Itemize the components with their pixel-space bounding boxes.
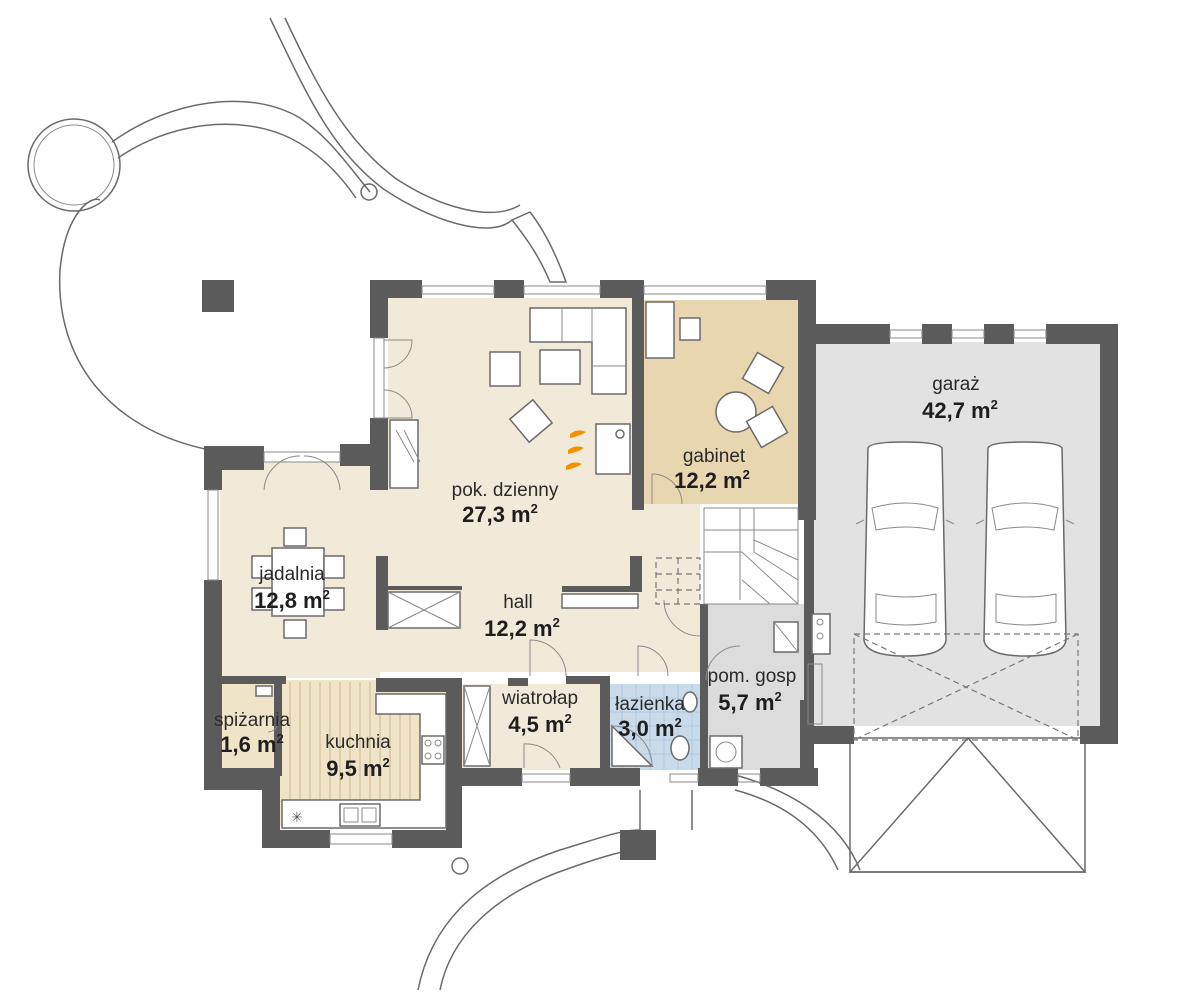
garage-door-swing: [853, 633, 1079, 741]
shower-icon: [611, 724, 654, 767]
windows: [207, 285, 1047, 845]
kitchen-floor-boards: [289, 682, 411, 800]
study-furniture: [645, 301, 789, 449]
car-icon: [855, 441, 955, 657]
fireplace-flame-icon: [566, 430, 586, 470]
garden-curve-top-inner: [284, 17, 521, 213]
room-area-spizarnia: 1,6 m2: [220, 731, 284, 757]
room-area-wiatrolap: 4,5 m2: [508, 711, 572, 737]
room-labels: pok. dzienny 27,3 m2 gabinet 12,2 m2 gar…: [214, 374, 998, 781]
utility-fixtures: [709, 613, 831, 769]
room-area-jadalnia: 12,8 m2: [254, 587, 330, 613]
desk-chair: [679, 317, 701, 341]
dining-table: [271, 547, 325, 617]
walls: [204, 280, 1118, 848]
room-name-pok-dzienny: pok. dzienny: [452, 480, 559, 501]
sink-icon: [339, 803, 381, 827]
garden-paths: [27, 17, 861, 991]
armchair-angled: [508, 398, 554, 444]
room-area-gabinet: 12,2 m2: [674, 467, 750, 493]
desk: [645, 301, 675, 359]
room-name-hall: hall: [503, 592, 533, 613]
washing-machine-icon: [709, 735, 743, 769]
stove-icon: [421, 735, 445, 765]
vestibule-furniture: [463, 685, 491, 767]
driveway: [639, 736, 1087, 873]
dining-furniture: [251, 527, 345, 639]
room-name-pom-gosp: pom. gosp: [708, 666, 797, 687]
terrace-arc: [58, 198, 211, 451]
room-name-wiatrolap: wiatrołap: [501, 688, 578, 709]
garden-path-right-outer: [734, 774, 861, 871]
fireplace-vent-icon: [615, 429, 625, 439]
room-name-jadalnia: jadalnia: [258, 564, 325, 585]
garden-path-upper-inner: [117, 123, 357, 199]
room-area-lazienka: 3,0 m2: [618, 715, 682, 741]
fridge-icon: ✳: [291, 810, 303, 826]
kitchen-furniture: ✳: [255, 685, 447, 829]
room-name-garaz: garaż: [932, 374, 980, 395]
study-armchair-1: [741, 351, 785, 395]
room-area-kuchnia: 9,5 m2: [326, 755, 390, 781]
room-area-pok-dzienny: 27,3 m2: [462, 501, 538, 527]
armchair-left: [489, 351, 521, 387]
garden-path-right-inner: [734, 789, 839, 871]
room-name-gabinet: gabinet: [683, 446, 746, 467]
doors: [263, 339, 823, 769]
room-name-spizarnia: spiżarnia: [214, 710, 290, 731]
washbasin-icon: [682, 691, 698, 713]
utility-chimney: [811, 613, 831, 655]
room-area-garaz: 42,7 m2: [922, 397, 998, 423]
car-icon: [975, 441, 1075, 657]
kitchen-counter: [281, 693, 447, 829]
coffee-table: [539, 349, 581, 385]
garden-path-upper-outer: [111, 100, 371, 193]
pantry-shelf: [255, 685, 273, 697]
garden-steps-top: [510, 211, 568, 283]
garden-fountain-inner: [33, 124, 115, 206]
living-furniture: [387, 307, 639, 629]
toilet-icon: [670, 735, 690, 761]
garden-post: [202, 280, 234, 312]
room-name-lazienka: łazienka: [615, 694, 685, 715]
garden-path-lower-outer: [417, 829, 641, 991]
garden-pillar-lower: [620, 830, 656, 860]
room-area-hall: 12,2 m2: [484, 615, 560, 641]
garage-cars: [853, 441, 1079, 741]
corner-sofa: [529, 307, 627, 395]
bath-fixtures: [611, 691, 698, 767]
room-name-kuchnia: kuchnia: [325, 732, 391, 753]
garden-lamp-lower: [451, 857, 469, 875]
fireplace: [595, 423, 631, 475]
garden-lamp-upper: [360, 183, 378, 201]
garden-curve-top-outer: [269, 17, 513, 229]
floor-pantry: [222, 684, 278, 768]
hall-bench: [561, 593, 639, 609]
garden-path-lower-inner: [439, 847, 646, 991]
tv-cabinet: [389, 419, 419, 489]
room-area-pom-gosp: 5,7 m2: [718, 689, 782, 715]
floor-living-dining: [220, 298, 700, 678]
staircase: [655, 507, 799, 605]
study-armchair-2: [745, 405, 789, 449]
garden-fountain-outer: [27, 118, 121, 212]
